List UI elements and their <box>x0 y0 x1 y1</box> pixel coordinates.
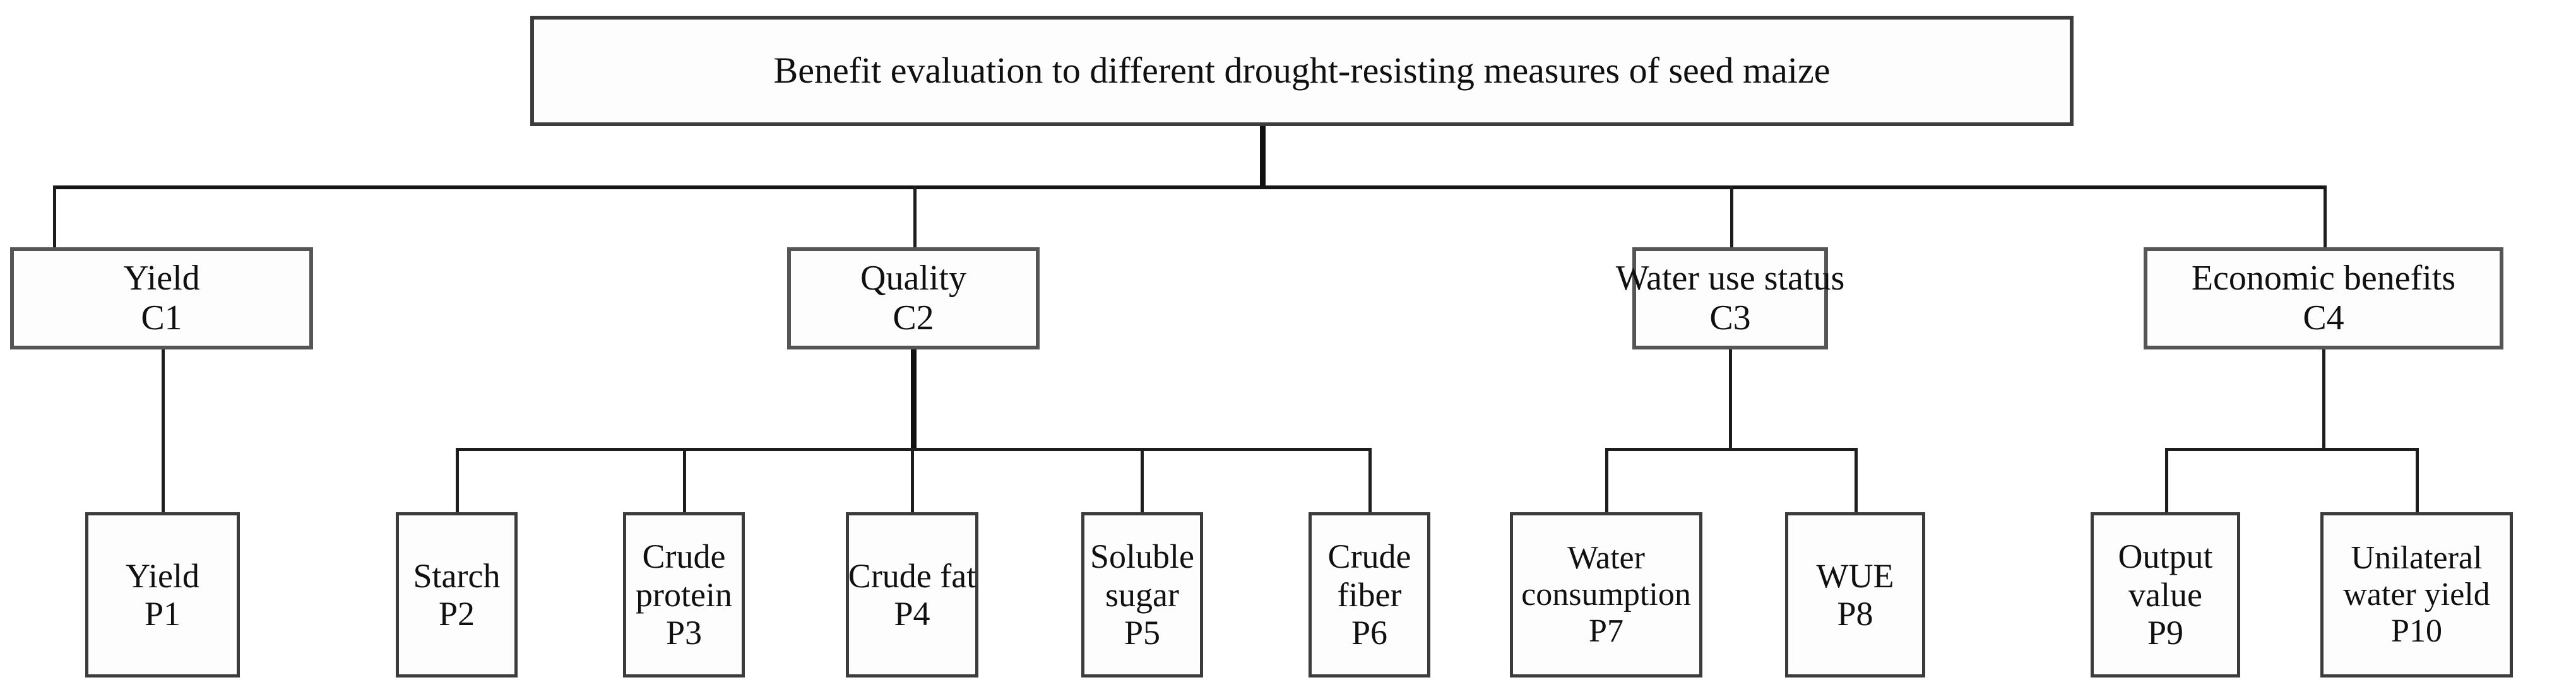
node-c2-code: C2 <box>893 298 934 337</box>
node-p8-code: P8 <box>1837 595 1873 633</box>
node-p10-label-line1: Unilateral <box>2351 539 2483 576</box>
connector-c2-to-p6 <box>1368 448 1372 513</box>
node-p2[interactable]: Starch P2 <box>396 512 518 677</box>
node-c1-code: C1 <box>141 298 182 337</box>
connector-c4-to-p9 <box>2165 448 2168 513</box>
node-p4[interactable]: Crude fat P4 <box>846 512 978 677</box>
connector-c3-bus <box>1606 448 1858 451</box>
connector-c2-to-p3 <box>683 448 686 513</box>
node-p4-label: Crude fat <box>848 556 976 595</box>
connector-c3-to-p7 <box>1605 448 1608 513</box>
node-p10-code: P10 <box>2391 613 2442 650</box>
connector-c4-bus <box>2166 448 2419 451</box>
node-p1-label: Yield <box>126 556 199 595</box>
node-c1-label: Yield <box>123 259 200 298</box>
connector-c2-trunk <box>911 348 917 449</box>
node-c3[interactable]: Water use status C3 <box>1616 247 1844 349</box>
node-p10[interactable]: Unilateral water yield P10 <box>2320 512 2513 677</box>
node-p3-label-line2: protein <box>636 575 732 614</box>
connector-c2-bus <box>457 448 1371 451</box>
connector-c3-trunk <box>1729 348 1732 449</box>
connector-c3-to-p8 <box>1855 448 1858 513</box>
node-p3[interactable]: Crude protein P3 <box>623 512 745 677</box>
connector-c1-to-p1 <box>162 348 165 513</box>
connector-bus-to-c3 <box>1730 185 1733 249</box>
node-p2-label: Starch <box>413 556 501 595</box>
node-p8-label: WUE <box>1816 556 1894 595</box>
node-p9[interactable]: Output value P9 <box>2091 512 2240 677</box>
node-p6-label-line1: Crude <box>1327 537 1411 576</box>
node-p1-code: P1 <box>144 595 181 633</box>
node-p7[interactable]: Water consumption P7 <box>1510 512 1702 677</box>
connector-c2-to-p4 <box>911 448 914 513</box>
node-p7-code: P7 <box>1589 613 1623 650</box>
node-p7-label-line2: consumption <box>1521 576 1691 613</box>
node-c4[interactable]: Economic benefits C4 <box>2144 247 2503 349</box>
node-c3-label: Water use status <box>1615 259 1845 298</box>
node-p5[interactable]: Soluble sugar P5 <box>1081 512 1203 677</box>
connector-c2-to-p2 <box>456 448 459 513</box>
connector-c2-to-p5 <box>1141 448 1144 513</box>
node-p5-label-line1: Soluble <box>1089 537 1194 576</box>
node-c1[interactable]: Yield C1 <box>10 247 313 349</box>
node-p7-label-line1: Water <box>1567 539 1645 576</box>
node-p5-code: P5 <box>1124 614 1161 652</box>
node-p6-label-line2: fiber <box>1337 575 1402 614</box>
node-p6-code: P6 <box>1351 614 1388 652</box>
node-p9-label-line2: value <box>2128 575 2202 614</box>
node-p1[interactable]: Yield P1 <box>85 512 240 677</box>
node-p9-code: P9 <box>2147 614 2184 652</box>
node-p9-label-line1: Output <box>2118 537 2213 576</box>
node-p2-code: P2 <box>438 595 475 633</box>
connector-bus-to-c4 <box>2324 185 2327 249</box>
node-p6[interactable]: Crude fiber P6 <box>1309 512 1430 677</box>
node-c4-code: C4 <box>2303 298 2344 337</box>
connector-bus-to-c2 <box>913 185 917 249</box>
connector-c4-trunk <box>2322 348 2325 449</box>
connector-root-trunk <box>1260 125 1266 188</box>
node-p8[interactable]: WUE P8 <box>1785 512 1925 677</box>
node-c2-label: Quality <box>860 259 966 298</box>
node-c3-code: C3 <box>1709 298 1751 337</box>
connector-criteria-bus <box>54 185 2326 189</box>
node-p3-label-line1: Crude <box>642 537 726 576</box>
node-p4-code: P4 <box>894 595 930 633</box>
connector-c4-to-p10 <box>2416 448 2419 513</box>
node-p10-label-line2: water yield <box>2343 576 2490 613</box>
node-p3-code: P3 <box>665 614 703 652</box>
node-c2[interactable]: Quality C2 <box>787 247 1040 349</box>
node-c4-label: Economic benefits <box>2191 259 2456 298</box>
node-p5-label-line2: sugar <box>1105 575 1179 614</box>
connector-bus-to-c1 <box>53 185 56 249</box>
node-goal[interactable]: Benefit evaluation to different drought-… <box>530 16 2074 126</box>
node-goal-label: Benefit evaluation to different drought-… <box>773 50 1831 91</box>
